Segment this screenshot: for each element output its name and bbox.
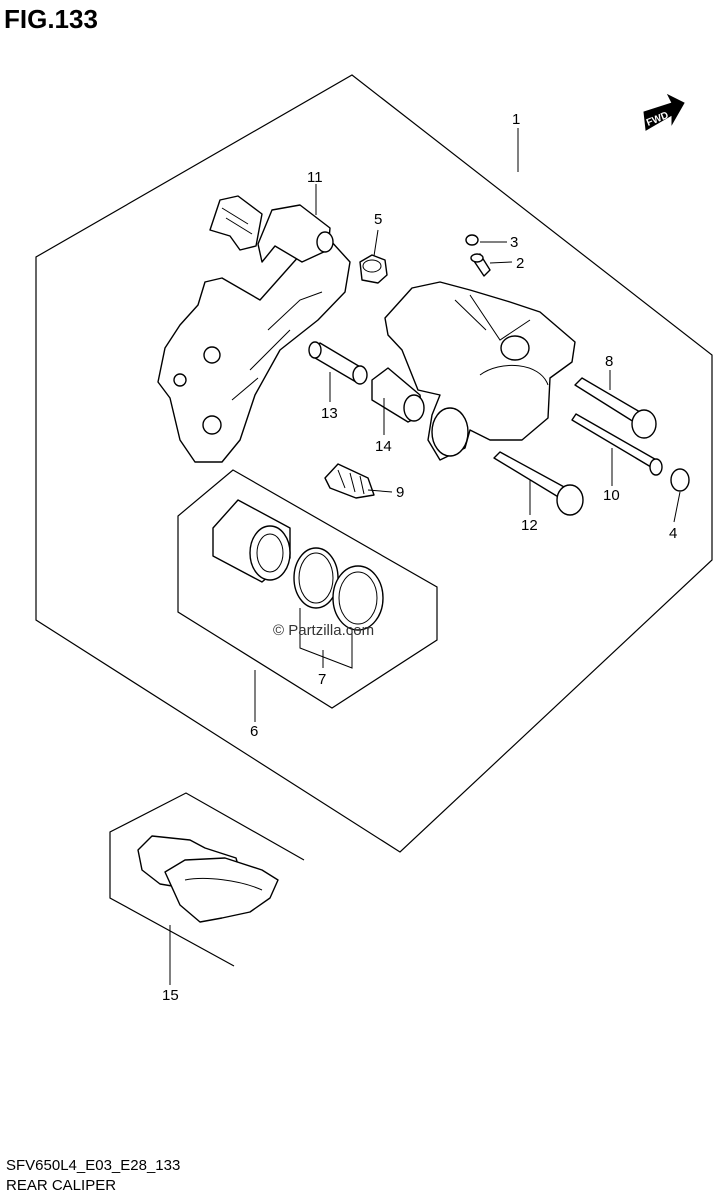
leader-lines — [169, 128, 681, 985]
diagram-code: SFV650L4_E03_E28_133 — [6, 1157, 181, 1174]
callout-11: 11 — [307, 169, 323, 186]
callout-13: 13 — [321, 405, 338, 422]
callout-3: 3 — [510, 234, 518, 251]
figure-title: FIG.133 — [4, 4, 98, 34]
watermark: © Partzilla.com — [273, 622, 374, 639]
callout-14: 14 — [375, 438, 392, 455]
callout-4: 4 — [669, 525, 677, 542]
pad-spring — [324, 463, 375, 499]
callout-labels: 1 2 3 4 5 6 7 8 9 10 11 12 13 14 15 — [162, 111, 677, 1004]
pin-boot — [371, 367, 425, 423]
mounting-bolt-upper — [574, 377, 657, 439]
caliper-body — [384, 281, 576, 461]
callout-1: 1 — [512, 111, 520, 128]
assembly-frame — [35, 74, 713, 853]
dust-boot — [359, 254, 388, 284]
slide-pin — [308, 341, 368, 385]
bleeder-cap — [465, 234, 479, 246]
mounting-bolt-lower — [493, 451, 584, 516]
callout-8: 8 — [605, 353, 613, 370]
brake-pads — [137, 835, 279, 923]
callout-2: 2 — [516, 255, 524, 272]
bleeder-valve — [470, 253, 491, 277]
caliper-piston — [212, 499, 291, 583]
callout-5: 5 — [374, 211, 382, 228]
pad-pin — [571, 413, 663, 476]
caliper-bracket — [157, 204, 351, 463]
pin-plug — [670, 468, 690, 492]
callout-6: 6 — [250, 723, 258, 740]
piston-seals — [293, 547, 384, 631]
piston-kit-frame — [177, 469, 438, 709]
callout-12: 12 — [521, 517, 538, 534]
callout-10: 10 — [603, 487, 620, 504]
pad-kit-frame — [109, 792, 305, 967]
callout-7: 7 — [318, 671, 326, 688]
callout-9: 9 — [396, 484, 404, 501]
pad-spring-upper — [209, 195, 263, 251]
diagram-name: REAR CALIPER — [6, 1177, 117, 1194]
forward-arrow-icon: FWD — [643, 93, 685, 131]
callout-15: 15 — [162, 987, 179, 1004]
